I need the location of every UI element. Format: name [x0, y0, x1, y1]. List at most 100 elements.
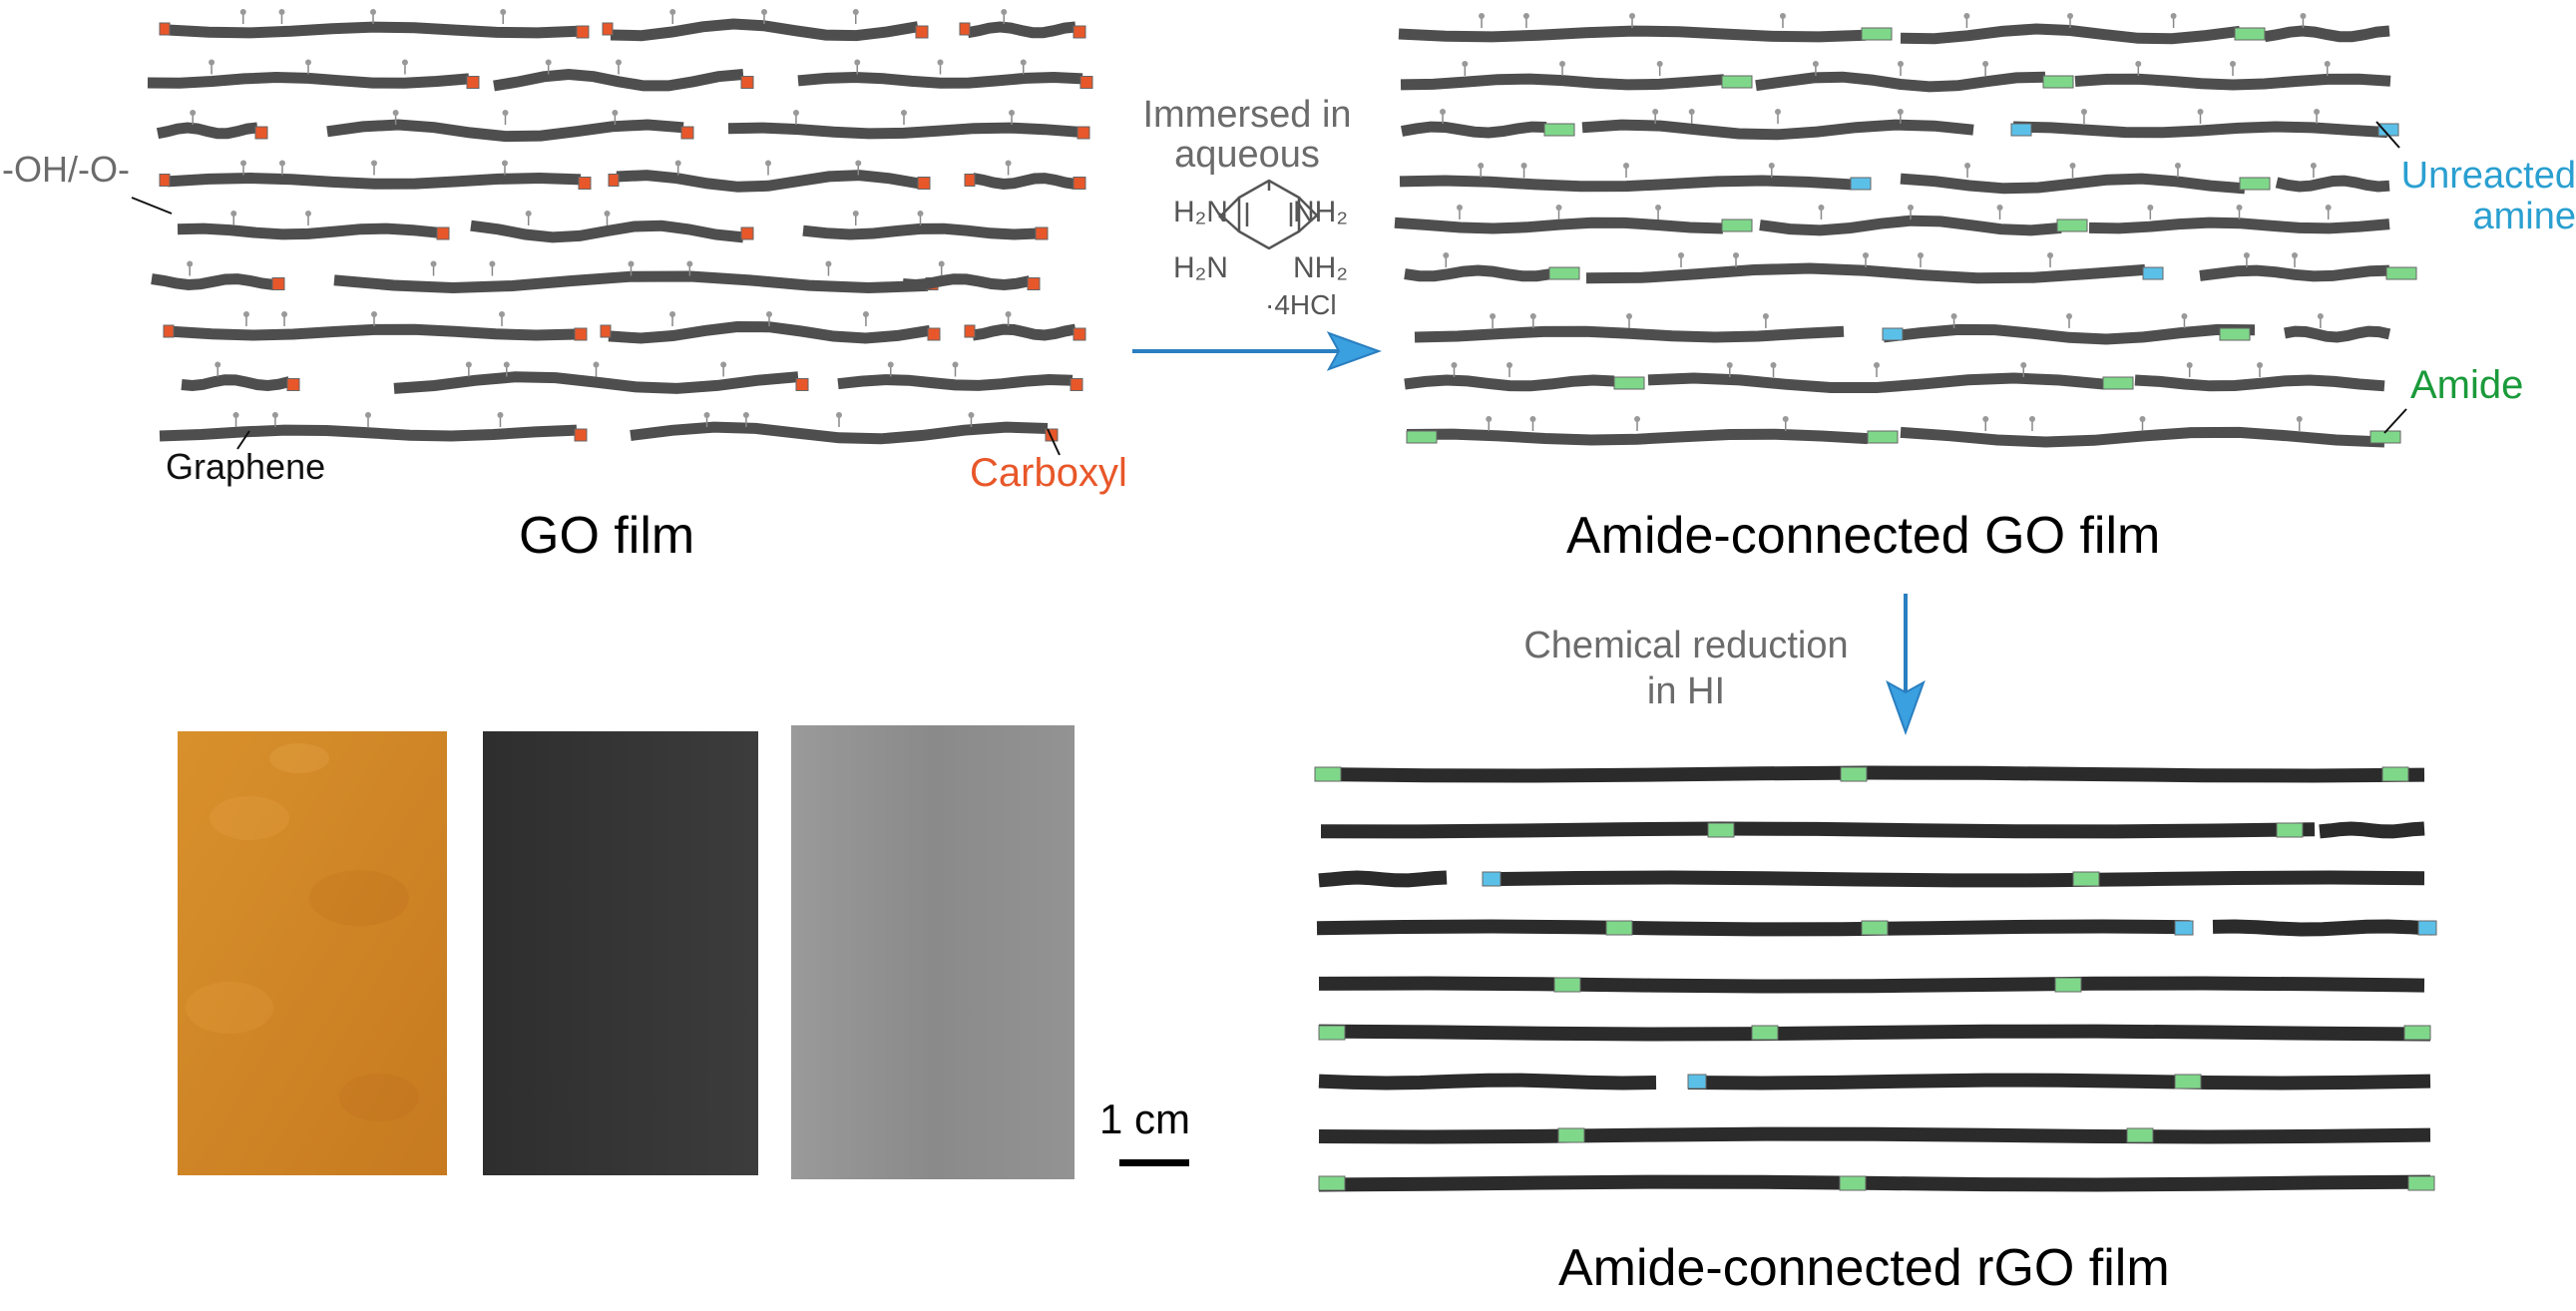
film-photos [178, 725, 1189, 1179]
amide-link [2385, 266, 2417, 280]
amide-link [1318, 1025, 1346, 1041]
graphene-sheet [966, 21, 1076, 39]
graphene-sheet [151, 273, 275, 291]
go-film-photo-texture [186, 743, 419, 1121]
scale-bar [1119, 1159, 1189, 1166]
amide-link [2042, 75, 2074, 89]
graphene-sheet [1394, 217, 1724, 234]
amide-link [1548, 266, 1580, 280]
amide-link [2407, 1175, 2435, 1191]
graphene-sheet [171, 323, 578, 341]
graphene-sheet [1647, 372, 2106, 393]
reagent-nh2-top-right: NH₂ [1293, 196, 1348, 228]
graphene-sheet [1404, 264, 1552, 282]
carboxyl-end [1079, 76, 1093, 89]
carboxyl-end [578, 177, 592, 190]
carboxyl-end [1035, 226, 1049, 240]
carboxyl-end [576, 25, 590, 39]
carboxyl-end [159, 22, 171, 36]
carboxyl-end [1027, 277, 1041, 290]
graphene-sheet [470, 219, 744, 243]
amide-rgo-film-title: Amide-connected rGO film [1558, 1239, 2170, 1297]
graphene-sheet [326, 119, 684, 143]
carboxyl-end [1076, 126, 1090, 140]
amide-link [1553, 977, 1581, 993]
graphene-sheet [1900, 173, 2246, 195]
amide-link [1867, 430, 1899, 444]
rgo-sheet [1316, 919, 2191, 937]
unreacted-amine-end [2010, 123, 2032, 137]
graphene-sheet [1755, 71, 2046, 93]
graphene-sheet [1900, 23, 2241, 45]
amide-link [2381, 766, 2409, 782]
carboxyl-end [927, 327, 941, 341]
rgo-sheet [1318, 1174, 2431, 1192]
amide-link [2219, 327, 2251, 341]
amide-rgo-film-photo [791, 725, 1074, 1179]
amide-link [1557, 1127, 1585, 1143]
graphene-sheet [1404, 374, 1615, 392]
graphene-sheet [1585, 262, 2146, 284]
carboxyl-leader-line [1047, 428, 1061, 456]
graphene-sheet [2012, 121, 2388, 139]
carboxyl-end [286, 378, 300, 391]
amide-link [2102, 376, 2134, 390]
graphene-sheet [167, 21, 580, 39]
graphene-label: Graphene [166, 446, 326, 487]
amide-link [2276, 822, 2304, 838]
benzenetetramine-structure-icon [1218, 179, 1320, 250]
graphene-sheet [181, 374, 291, 392]
carboxyl-end [159, 174, 171, 187]
rgo-sheet [1687, 1073, 2431, 1091]
rgo-sheet [1318, 870, 1448, 888]
carboxyl-end [163, 324, 175, 338]
graphene-sheet [972, 173, 1076, 191]
carboxyl-end [466, 76, 480, 89]
graphene-sheet [2074, 73, 2391, 91]
immersed-label-line2: aqueous [1174, 134, 1320, 176]
graphene-sheet [802, 222, 1039, 240]
carboxyl-end [964, 174, 976, 187]
amide-link [2239, 177, 2271, 191]
unreacted-amine-end [1687, 1074, 1707, 1090]
unreacted-amine-label-line2: amine [2472, 196, 2576, 237]
carboxyl-end [574, 428, 588, 442]
immersed-label-line1: Immersed in [1142, 94, 1352, 136]
amide-link [2054, 977, 2082, 993]
amide-link [1840, 766, 1868, 782]
rgo-sheet [2212, 919, 2433, 937]
reduction-arrow-icon [1886, 594, 1926, 735]
amide-link [1707, 822, 1735, 838]
amide-go-film-title: Amide-connected GO film [1566, 507, 2161, 565]
carboxyl-end [1073, 177, 1086, 190]
unreacted-amine-end [1882, 327, 1904, 341]
graphene-sheet [1900, 426, 2385, 448]
amide-label: Amide [2410, 363, 2524, 407]
unreacted-amine-end [2142, 266, 2164, 280]
carboxyl-end [1070, 378, 1083, 391]
carboxyl-end [795, 378, 809, 391]
graphene-sheet [1581, 119, 1974, 141]
amide-link [2056, 218, 2088, 232]
reagent-salt: ·4HCl [1265, 289, 1337, 320]
graphene-sheet [1401, 121, 1547, 139]
amide-link [1861, 27, 1893, 41]
amide-link [1605, 920, 1633, 936]
graphene-sheet [167, 172, 582, 190]
reagent-nh2-top-left: H₂N [1173, 196, 1228, 228]
rgo-sheet [1320, 821, 2316, 839]
graphene-sheet [2275, 175, 2390, 193]
rgo-sheet [1318, 976, 2425, 994]
amide-go-film-schematic [1394, 13, 2417, 448]
graphene-sheet [147, 71, 470, 89]
amide-link [1721, 218, 1753, 232]
graphene-sheet [177, 222, 440, 240]
amide-link [1721, 75, 1753, 89]
rgo-sheet [2319, 821, 2425, 839]
graphene-sheet [493, 68, 744, 92]
amide-link [1406, 430, 1438, 444]
amide-link [1861, 920, 1889, 936]
carboxyl-end [915, 25, 929, 39]
amide-link [2126, 1127, 2154, 1143]
amide-link [2174, 1074, 2202, 1090]
